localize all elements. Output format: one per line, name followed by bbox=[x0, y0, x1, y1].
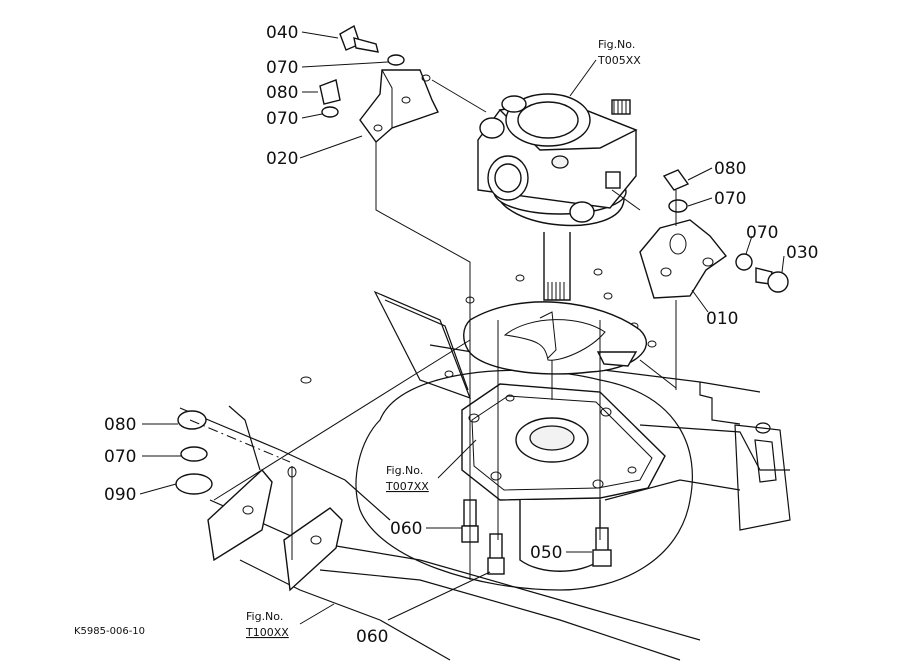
fig-ref-t100-caption: Fig.No. bbox=[246, 610, 283, 623]
part-label-010: 010 bbox=[706, 309, 738, 329]
part-label-070-a: 070 bbox=[266, 58, 298, 78]
bracket-010 bbox=[639, 219, 728, 299]
bolt-060-b bbox=[487, 533, 505, 575]
washer-070-top bbox=[387, 54, 405, 66]
washer-070-mid bbox=[321, 106, 339, 118]
part-label-060-a: 060 bbox=[390, 519, 422, 539]
part-label-070-d: 070 bbox=[746, 223, 778, 243]
steering-unit bbox=[477, 93, 638, 301]
part-label-070-e: 070 bbox=[104, 447, 136, 467]
alignment-lines bbox=[189, 79, 677, 580]
part-label-080-c: 080 bbox=[104, 415, 136, 435]
bolt-050 bbox=[592, 527, 612, 567]
part-label-090: 090 bbox=[104, 485, 136, 505]
leader-lines bbox=[139, 31, 785, 625]
fig-ref-t100-number: T100XX bbox=[245, 626, 289, 639]
nut-080-top bbox=[319, 79, 341, 105]
part-label-080-b: 080 bbox=[714, 159, 746, 179]
part-label-040: 040 bbox=[266, 23, 298, 43]
washer-070-left bbox=[180, 446, 208, 462]
fig-ref-t007-caption: Fig.No. bbox=[386, 464, 423, 477]
washer-090 bbox=[175, 473, 213, 495]
fig-ref-t005-number: T005XX bbox=[597, 54, 641, 67]
nut-080-left bbox=[177, 410, 207, 430]
gasket bbox=[463, 301, 647, 375]
part-label-070-b: 070 bbox=[266, 109, 298, 129]
washer-070-right bbox=[668, 199, 688, 213]
fig-ref-t005-caption: Fig.No. bbox=[598, 38, 635, 51]
bolt-030 bbox=[755, 267, 789, 293]
washer-070-far-right bbox=[735, 253, 753, 271]
mounting-plate bbox=[461, 383, 666, 572]
bracket-020 bbox=[359, 69, 439, 144]
part-label-030: 030 bbox=[786, 243, 818, 263]
nut-080-right bbox=[662, 169, 690, 191]
part-label-060-b: 060 bbox=[356, 627, 388, 647]
part-label-080-a: 080 bbox=[266, 83, 298, 103]
bolt-040 bbox=[339, 24, 379, 53]
left-arm bbox=[207, 466, 343, 592]
part-label-050: 050 bbox=[530, 543, 562, 563]
fig-ref-t007-number: T007XX bbox=[385, 480, 429, 493]
part-label-020: 020 bbox=[266, 149, 298, 169]
part-label-070-c: 070 bbox=[714, 189, 746, 209]
drawing-code: K5985-006-10 bbox=[74, 626, 145, 637]
